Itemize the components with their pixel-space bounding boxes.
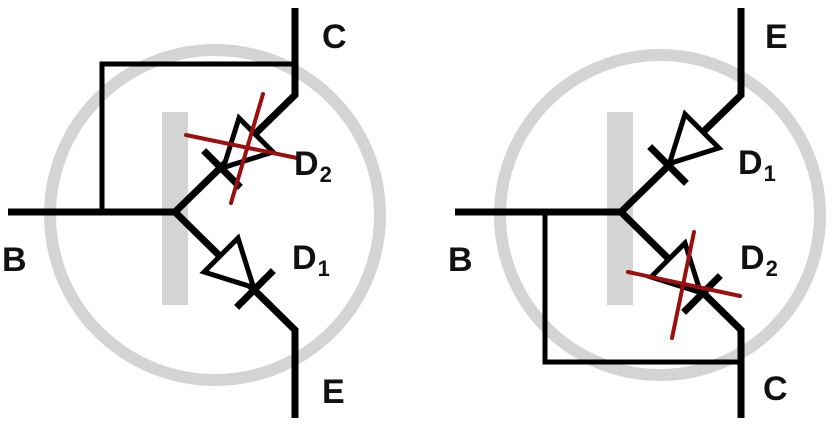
left-diode-d2-bar	[201, 148, 243, 190]
left-diode-d1-triangle	[199, 233, 258, 292]
right-diode-d2-bar	[681, 273, 723, 315]
left-diode-top-letter: D	[294, 145, 319, 183]
right-diode-top-label: D1	[738, 144, 776, 186]
left-strike-line-1	[184, 133, 299, 160]
right-terminal-base-label: B	[448, 241, 473, 279]
left-diode-bottom-index: 1	[318, 256, 330, 281]
left-terminal-bottom-label: E	[322, 373, 345, 411]
right-diode-bottom-label: D2	[740, 239, 778, 281]
left-diode-bottom-label: D1	[292, 239, 330, 281]
left-wires	[8, 8, 299, 418]
left-diode-bottom-letter: D	[292, 239, 317, 277]
left-terminal-base-label: B	[2, 241, 27, 279]
right-terminal-top-label: E	[765, 18, 788, 56]
left-strike-line-2	[229, 92, 265, 205]
right-strike-line-2	[670, 230, 696, 340]
left-base-emitter-wire	[172, 209, 299, 418]
left-diode-d1-bar	[234, 268, 276, 310]
right-diode-d1-triangle	[665, 109, 724, 168]
left-diode-d2-strike-mark	[184, 92, 299, 205]
right-diode-top-index: 1	[764, 161, 776, 186]
right-terminal-bottom-label: C	[763, 370, 788, 408]
right-diode-d1	[647, 109, 724, 186]
right-diode-bottom-index: 2	[766, 256, 778, 281]
right-diode-d2-strike-mark	[626, 230, 742, 340]
left-diode-top-index: 2	[320, 162, 332, 187]
left-bypass-wire	[99, 61, 295, 212]
right-bypass-wire	[542, 212, 741, 365]
right-base-collector-wire	[618, 209, 745, 418]
right-diode-d1-bar	[647, 144, 689, 186]
left-diode-d1	[199, 233, 276, 310]
left-diode-top-label: D2	[294, 145, 332, 187]
left-circuit: C B E D2 D1	[2, 8, 386, 418]
right-circuit: E B C D1 D2	[448, 8, 826, 418]
right-diode-top-letter: D	[738, 144, 763, 182]
right-diode-bottom-letter: D	[740, 239, 765, 277]
left-terminal-top-label: C	[322, 18, 347, 56]
